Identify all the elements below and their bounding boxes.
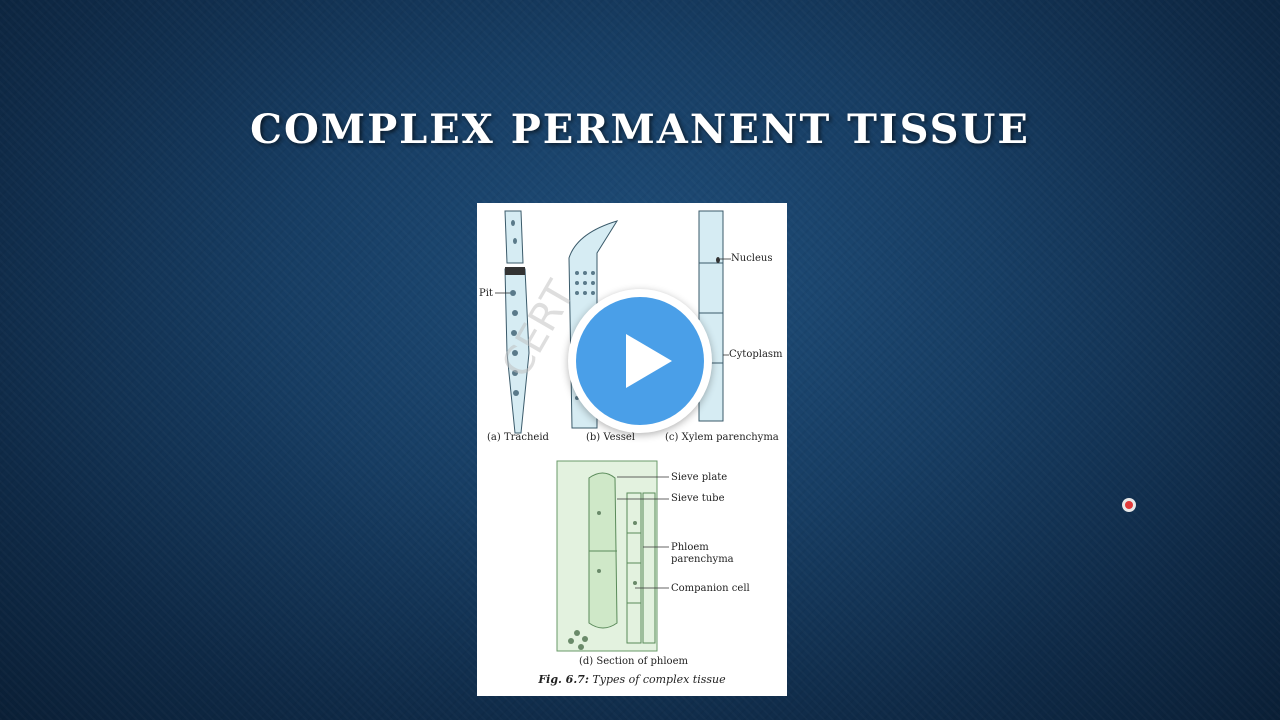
video-play-button[interactable]: [568, 289, 712, 433]
slide-title: COMPLEX PERMANENT TISSUE: [250, 106, 1030, 153]
label-vessel: (b) Vessel: [586, 432, 635, 443]
label-cytoplasm: Cytoplasm: [729, 349, 783, 360]
phloem-drawing: [556, 460, 669, 652]
label-phloem: Phloem: [671, 542, 709, 553]
caption-text: Types of complex tissue: [592, 673, 726, 686]
label-nucleus: Nucleus: [731, 253, 773, 264]
label-tracheid: (a) Tracheid: [487, 432, 549, 443]
tracheid-drawing: [495, 210, 530, 434]
label-sieve-tube: Sieve tube: [671, 493, 725, 504]
figure-caption: Fig. 6.7: Types of complex tissue: [477, 673, 787, 686]
tissue-figure: CERT Pit: [477, 203, 787, 696]
label-xylem-parenchyma: (c) Xylem parenchyma: [665, 432, 779, 443]
play-icon[interactable]: [626, 334, 672, 388]
play-button-circle[interactable]: [576, 297, 704, 425]
label-sieve-plate: Sieve plate: [671, 472, 728, 483]
caption-number: Fig. 6.7:: [538, 673, 589, 686]
laser-pointer-dot: [1122, 498, 1136, 512]
label-section-of-phloem: (d) Section of phloem: [579, 656, 688, 667]
label-parenchyma: parenchyma: [671, 554, 734, 565]
label-companion-cell: Companion cell: [671, 583, 750, 594]
tissue-illustration: CERT: [493, 210, 731, 652]
label-pit: Pit: [479, 288, 493, 299]
